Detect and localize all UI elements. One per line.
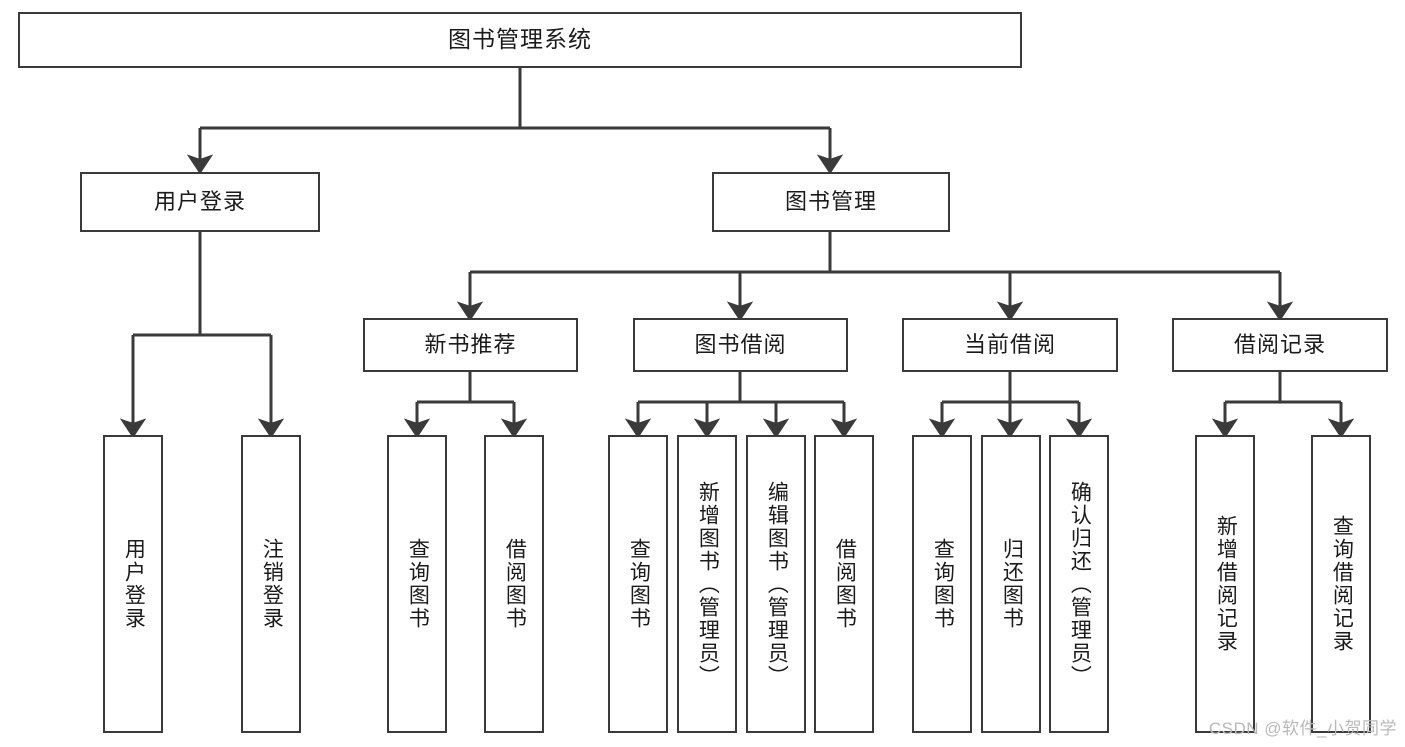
node-leaf-edit-book-admin[interactable]: 编辑图书（管理员） [746,435,806,733]
node-user-login[interactable]: 用户登录 [80,172,320,232]
node-label: 归还图书 [1000,538,1024,630]
node-label: 查询借阅记录 [1330,515,1354,653]
node-root-book-management-system[interactable]: 图书管理系统 [18,12,1022,68]
node-label: 查询图书 [627,538,651,630]
node-leaf-confirm-return-admin[interactable]: 确认归还（管理员） [1049,435,1109,733]
node-label: 用户登录 [122,538,146,630]
node-label: 图书管理系统 [448,26,592,53]
node-leaf-borrow-book[interactable]: 借阅图书 [814,435,874,733]
node-leaf-user-login[interactable]: 用户登录 [103,435,163,733]
node-label: 确认归还（管理员） [1068,480,1092,688]
node-new-book-recommend[interactable]: 新书推荐 [363,318,578,372]
node-label: 借阅图书 [833,538,857,630]
node-leaf-add-book-admin[interactable]: 新增图书（管理员） [677,435,737,733]
node-label: 用户登录 [153,189,246,215]
node-label: 查询图书 [406,538,430,630]
node-label: 注销登录 [260,538,284,630]
node-label: 新增图书（管理员） [696,480,720,688]
node-leaf-query-book-recommend[interactable]: 查询图书 [387,435,447,733]
node-leaf-query-book-borrow[interactable]: 查询图书 [608,435,668,733]
node-label: 图书借阅 [694,332,787,358]
node-borrow-record[interactable]: 借阅记录 [1172,318,1388,372]
node-label: 新书推荐 [424,332,517,358]
node-book-borrow[interactable]: 图书借阅 [633,318,848,372]
node-label: 当前借阅 [963,332,1056,358]
node-current-borrow[interactable]: 当前借阅 [902,318,1118,372]
node-book-management[interactable]: 图书管理 [712,172,950,232]
node-leaf-return-book[interactable]: 归还图书 [981,435,1041,733]
node-label: 借阅图书 [503,538,527,630]
node-leaf-add-borrow-record[interactable]: 新增借阅记录 [1195,435,1255,733]
node-leaf-logout-login[interactable]: 注销登录 [241,435,301,733]
node-label: 图书管理 [784,189,877,215]
node-label: 查询图书 [931,538,955,630]
node-leaf-borrow-book-recommend[interactable]: 借阅图书 [484,435,544,733]
node-label: 借阅记录 [1233,332,1326,358]
node-leaf-query-borrow-record[interactable]: 查询借阅记录 [1311,435,1371,733]
csdn-watermark: CSDN @软件_小贺同学 [1208,719,1397,738]
node-label: 编辑图书（管理员） [765,480,789,688]
node-label: 新增借阅记录 [1214,515,1238,653]
node-leaf-query-book-current[interactable]: 查询图书 [912,435,972,733]
